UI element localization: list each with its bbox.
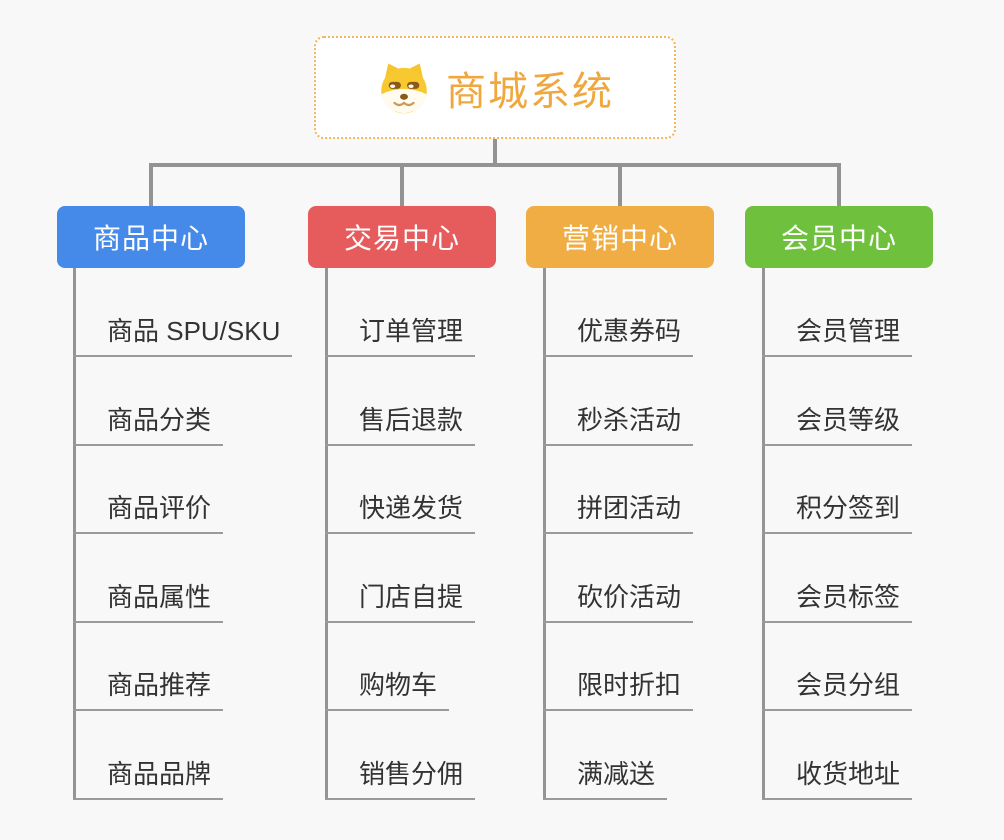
node-store-pickup[interactable]: 门店自提 xyxy=(325,582,476,623)
node-limited-time-discount[interactable]: 限时折扣 xyxy=(543,670,694,711)
node-product-brand[interactable]: 商品品牌 xyxy=(73,759,224,800)
branch-marketing-center[interactable]: 营销中心 xyxy=(526,206,714,268)
node-group-buy[interactable]: 拼团活动 xyxy=(543,493,694,534)
node-full-reduction[interactable]: 满减送 xyxy=(543,759,668,800)
node-after-sale-refund[interactable]: 售后退款 xyxy=(325,405,476,446)
node-product-attribute[interactable]: 商品属性 xyxy=(73,582,224,623)
connector-drop-product-center xyxy=(149,164,153,206)
node-product-review[interactable]: 商品评价 xyxy=(73,493,224,534)
dog-face-icon xyxy=(381,63,427,113)
branch-product-center[interactable]: 商品中心 xyxy=(57,206,245,268)
node-order-management[interactable]: 订单管理 xyxy=(325,316,476,357)
root-node-title: 商城系统 xyxy=(446,69,614,114)
connector-main-horizontal xyxy=(149,163,841,167)
connector-drop-member-center xyxy=(837,164,841,206)
node-member-management[interactable]: 会员管理 xyxy=(762,316,913,357)
branch-member-center[interactable]: 会员中心 xyxy=(745,206,933,268)
node-points-checkin[interactable]: 积分签到 xyxy=(762,493,913,534)
node-product-recommend[interactable]: 商品推荐 xyxy=(73,670,224,711)
node-shipping-address[interactable]: 收货地址 xyxy=(762,759,913,800)
node-coupon-code[interactable]: 优惠券码 xyxy=(543,316,694,357)
root-node-mall-system[interactable]: 商城系统 xyxy=(314,36,676,139)
node-bargain-activity[interactable]: 砍价活动 xyxy=(543,582,694,623)
branch-trade-center[interactable]: 交易中心 xyxy=(308,206,496,268)
node-product-spu-sku[interactable]: 商品 SPU/SKU xyxy=(73,316,293,357)
node-member-group[interactable]: 会员分组 xyxy=(762,670,913,711)
node-product-category[interactable]: 商品分类 xyxy=(73,405,224,446)
node-member-tag[interactable]: 会员标签 xyxy=(762,582,913,623)
node-member-level[interactable]: 会员等级 xyxy=(762,405,913,446)
node-shopping-cart[interactable]: 购物车 xyxy=(325,670,450,711)
node-sales-commission[interactable]: 销售分佣 xyxy=(325,759,476,800)
connector-root-vertical xyxy=(493,139,497,164)
connector-drop-trade-center xyxy=(400,164,404,206)
node-flash-sale[interactable]: 秒杀活动 xyxy=(543,405,694,446)
node-express-delivery[interactable]: 快递发货 xyxy=(325,493,476,534)
connector-drop-marketing-center xyxy=(618,164,622,206)
